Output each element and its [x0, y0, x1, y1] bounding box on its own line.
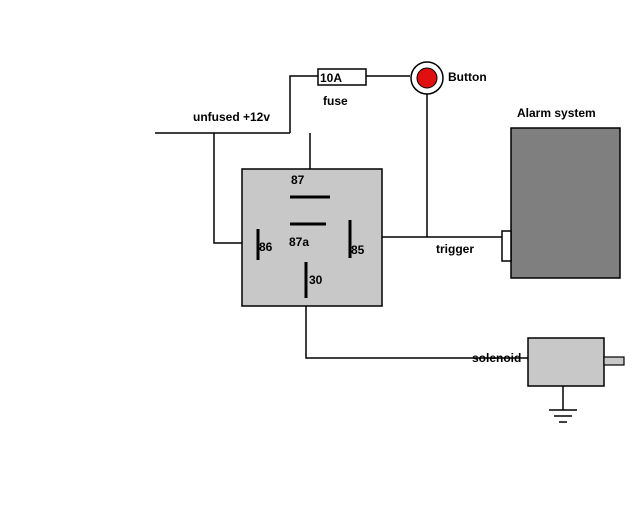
wire-12v-to-fuse: [289, 75, 318, 133]
ground-icon: [549, 409, 577, 423]
solenoid: solenoid: [472, 337, 625, 387]
trigger-label: trigger: [436, 242, 474, 256]
fuse-body: [317, 68, 367, 86]
relay: 87 87a 86 85 30: [241, 168, 383, 307]
pin-30-label: 30: [309, 273, 323, 287]
solenoid-label: solenoid: [472, 351, 521, 365]
solenoid-plunger: [603, 356, 625, 366]
fuse-rating-label: 10A: [320, 71, 342, 85]
alarm-box: [510, 127, 621, 279]
fuse: 10A fuse: [317, 68, 367, 108]
solenoid-body: [527, 337, 605, 387]
unfused-12v-label: unfused +12v: [193, 110, 270, 124]
alarm-trigger-connector: [501, 230, 512, 262]
pin-86-label: 86: [259, 240, 273, 254]
button-switch: Button: [410, 61, 487, 95]
alarm-system: Alarm system trigger: [436, 106, 621, 279]
alarm-system-label: Alarm system: [517, 106, 596, 120]
fuse-label: fuse: [323, 94, 348, 108]
pin-87a-label: 87a: [289, 235, 309, 249]
relay-body: [241, 168, 383, 307]
pin-87-label: 87: [291, 173, 305, 187]
button-red-cap: [416, 67, 438, 89]
pin-85-label: 85: [351, 243, 365, 257]
button-label: Button: [448, 70, 487, 84]
